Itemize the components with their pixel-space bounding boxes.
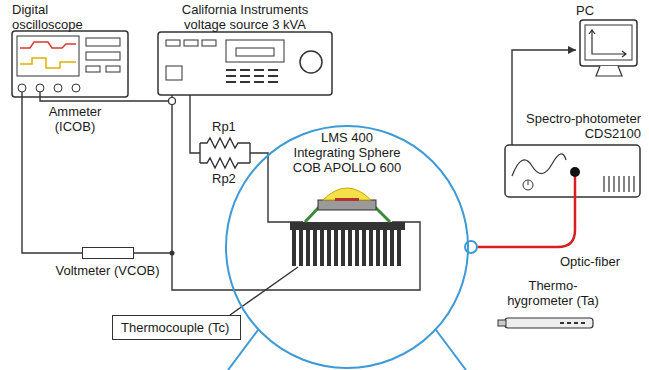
yellow-trace xyxy=(20,58,76,68)
wire xyxy=(511,110,512,145)
voltmeter-wire xyxy=(134,252,172,253)
node-title: California Instruments voltage source 3 … xyxy=(175,2,315,32)
node-subtitle: COB APOLLO 600 xyxy=(247,160,447,175)
oscilloscope-button xyxy=(106,66,120,72)
oscilloscope-button xyxy=(86,38,120,46)
node-title: PC xyxy=(576,3,616,18)
spectro-dial xyxy=(523,180,533,190)
source-knob xyxy=(300,51,322,73)
oscilloscope-screen xyxy=(17,36,79,76)
source-switch xyxy=(166,66,182,80)
resistor-symbol xyxy=(200,138,250,148)
node-title: Digital oscilloscope xyxy=(12,2,97,32)
spectro-dial-needle xyxy=(528,181,529,185)
voltage-source-drawing xyxy=(158,32,332,95)
thermo-hygrometer-drawing xyxy=(498,318,593,328)
oscilloscope-button xyxy=(86,52,120,60)
heatsink-plate xyxy=(290,222,405,230)
channel-input xyxy=(36,84,44,92)
voltmeter-box: Voltmeter (VCOB) xyxy=(82,247,134,259)
hygrometer-body xyxy=(505,318,593,328)
signal-name: Ammeter (ICOB) xyxy=(44,104,106,134)
ammeter-wire xyxy=(40,92,168,101)
thermo-hygrometer-node: Thermo-hygrometer (Ta) xyxy=(498,278,608,330)
channel-input xyxy=(54,84,62,92)
monitor xyxy=(580,20,637,66)
connector xyxy=(512,50,576,110)
hygrometer-probe xyxy=(498,320,506,326)
node-title: Voltmeter (VCOB) xyxy=(55,263,159,278)
red-trace xyxy=(20,42,76,48)
pc-drawing xyxy=(580,20,637,76)
source-case xyxy=(158,32,332,95)
oscilloscope-drawing xyxy=(12,31,128,97)
oscilloscope-button xyxy=(86,66,100,72)
source-button xyxy=(166,40,180,46)
arrow-head xyxy=(568,46,576,54)
node-title: LMS 400 Integrating Sphere xyxy=(291,130,403,160)
wire xyxy=(21,92,22,97)
led-dome xyxy=(323,188,371,200)
fiber-label: Optic-fiber xyxy=(560,254,620,269)
spectrum-curve xyxy=(512,154,566,176)
integrating-sphere: LMS 400 Integrating SphereCOB APOLLO 600 xyxy=(225,125,469,369)
optic-fiber xyxy=(477,176,575,247)
node-title: Thermo-hygrometer (Ta) xyxy=(501,278,605,308)
voltage-source-node: California Instruments voltage source 3 … xyxy=(155,2,335,95)
node-title: Spectro-photometer CDS2100 xyxy=(506,111,641,141)
oscilloscope-case xyxy=(12,31,128,97)
hygrometer-buttons xyxy=(560,322,585,324)
channel-input xyxy=(72,84,80,92)
sphere-circle xyxy=(226,126,468,368)
fiber-input xyxy=(570,167,580,177)
source-keypad xyxy=(226,70,278,82)
monitor-screen xyxy=(585,25,632,60)
heatsink-fins xyxy=(292,230,401,266)
led-die xyxy=(335,198,359,201)
junction-dot xyxy=(170,251,175,256)
monitor-stand xyxy=(596,66,622,76)
oscilloscope-node: Digital oscilloscope xyxy=(10,2,130,97)
channel-input xyxy=(18,84,26,92)
cob-led-drawing xyxy=(290,188,405,266)
spectro-case xyxy=(505,145,640,197)
spectro-grille xyxy=(604,176,634,192)
spectrophotometer-drawing xyxy=(505,145,640,197)
wire xyxy=(190,95,303,222)
thermocouple-lead xyxy=(230,267,298,315)
source-button xyxy=(202,40,216,46)
source-display xyxy=(226,40,284,62)
wire xyxy=(172,95,420,290)
resistor-label: Rp2 xyxy=(212,171,236,186)
source-display-window xyxy=(236,48,274,56)
led-package xyxy=(318,200,376,210)
spectrophotometer-node: Spectro-photometer CDS2100 xyxy=(503,110,643,198)
resistor-symbol xyxy=(200,158,250,168)
thermocouple-box: Thermocouple (Tc) xyxy=(112,315,241,340)
source-button xyxy=(184,40,198,46)
current-probe xyxy=(169,98,176,105)
pc-node: PC xyxy=(576,2,642,80)
screen-axes xyxy=(589,30,626,57)
wires xyxy=(22,92,512,315)
node-title: Thermocouple (Tc) xyxy=(121,320,229,335)
sphere-port xyxy=(465,241,477,253)
resistor-label: Rp1 xyxy=(212,119,236,134)
